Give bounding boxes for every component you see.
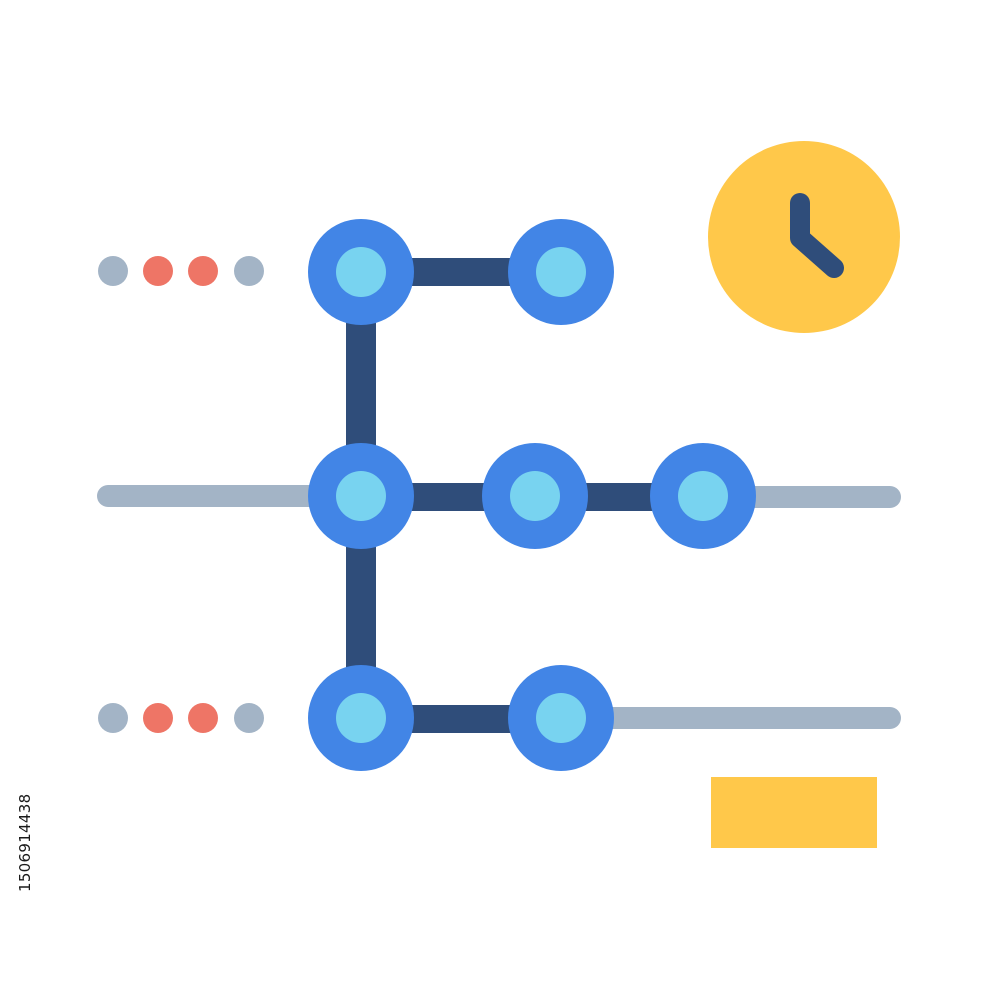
node-top-2 <box>508 219 614 325</box>
node-middle-2 <box>482 443 588 549</box>
node-middle-1 <box>308 443 414 549</box>
node-middle-3 <box>650 443 756 549</box>
dot-row-bottom <box>98 703 264 733</box>
dot-row-top <box>98 256 264 286</box>
node-top-1 <box>308 219 414 325</box>
yellow-tag-shape <box>711 777 877 848</box>
clock-icon <box>708 141 900 333</box>
node-bottom-1 <box>308 665 414 771</box>
image-id-text: 1506914438 <box>16 793 34 892</box>
node-bottom-2 <box>508 665 614 771</box>
